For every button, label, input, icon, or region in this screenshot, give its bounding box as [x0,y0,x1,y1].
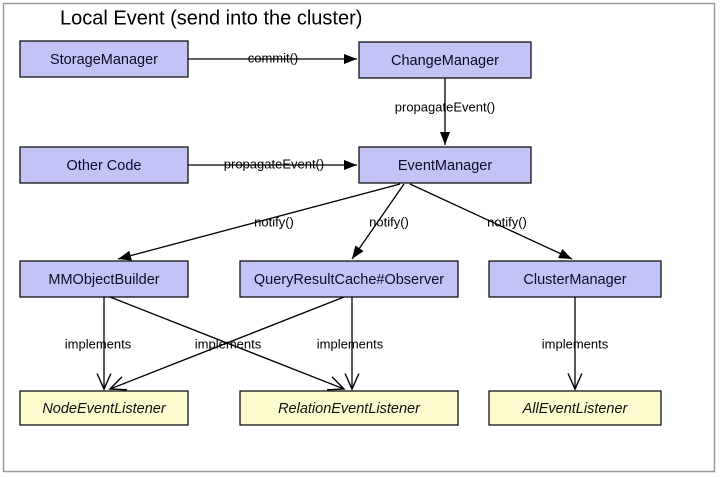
edge-e-propagate-cm [440,78,450,145]
node-cluster-manager[interactable]: ClusterManager [488,260,662,298]
node-box [239,390,459,426]
node-label: AllEventListener [522,401,629,417]
arrowhead-open [326,376,346,391]
canvas-frame [2,2,716,473]
node-change-manager[interactable]: ChangeManager [358,41,532,79]
node-all-event-listener[interactable]: AllEventListener [488,390,662,426]
node-box [19,260,189,298]
node-label: NodeEventListener [42,401,166,417]
node-label: EventManager [398,158,492,174]
edge-e-notify-cm [409,183,573,260]
arrowhead-open [567,373,583,391]
node-mmobject-builder[interactable]: MMObjectBuilder [19,260,189,298]
arrowhead-open [96,373,112,391]
node-box [488,260,662,298]
edge-line [109,296,345,390]
node-box [488,390,662,426]
edge-label-layer: commit() propagateEvent() propagateEvent()… [65,50,609,351]
node-box [19,146,189,184]
node-label: MMObjectBuilder [48,272,159,288]
node-label: RelationEventListener [278,401,421,417]
edge-e-impl-cm-ael [567,297,583,391]
node-label: QueryResultCache#Observer [254,272,444,288]
node-box [358,41,532,79]
edge-e-notify-mmob [117,183,401,261]
node-label: ClusterManager [523,272,626,288]
edge-label: notify() [254,214,294,229]
edge-e-impl-qrc-nel [108,296,345,391]
node-queryresultcache[interactable]: QueryResultCache#Observer [239,260,459,298]
node-storage-manager[interactable]: StorageManager [19,40,189,78]
edge-label: implements [195,336,262,351]
node-box [19,40,189,78]
node-box [358,146,532,184]
node-relation-event-listener[interactable]: RelationEventListener [239,390,459,426]
edge-label: notify() [487,214,527,229]
node-label: StorageManager [50,52,158,68]
edge-label: propagateEvent() [395,99,495,114]
edge-label: implements [542,336,609,351]
edge-label: implements [317,336,384,351]
node-box [19,390,189,426]
node-label: ChangeManager [391,53,499,69]
arrowhead-solid [344,160,357,170]
edge-line [409,183,573,260]
edge-label: propagateEvent() [224,156,324,171]
edge-e-commit [188,54,357,64]
arrowhead-solid [558,249,572,259]
node-other-code[interactable]: Other Code [19,146,189,184]
arrowhead-solid [118,250,132,261]
edge-label: notify() [369,214,409,229]
edge-line [351,183,405,260]
edge-label: commit() [248,50,299,65]
edge-e-impl-qrc-rel [344,297,360,391]
edge-line [117,183,401,260]
arrowhead-solid [344,54,357,64]
edge-label: implements [65,336,132,351]
edge-e-notify-qrc [351,183,405,260]
edge-e-impl-mmob-nel [96,297,112,391]
node-label: Other Code [67,158,142,174]
arrowhead-solid [440,132,450,145]
edge-e-propagate-oc [188,160,357,170]
arrowhead-solid [352,245,364,259]
edge-layer [96,54,583,391]
arrowhead-open [344,373,360,391]
arrowhead-open [108,376,128,391]
node-box [239,260,459,298]
node-node-event-listener[interactable]: NodeEventListener [19,390,189,426]
node-event-manager[interactable]: EventManager [358,146,532,184]
page-title: Local Event (send into the cluster) [60,7,362,29]
